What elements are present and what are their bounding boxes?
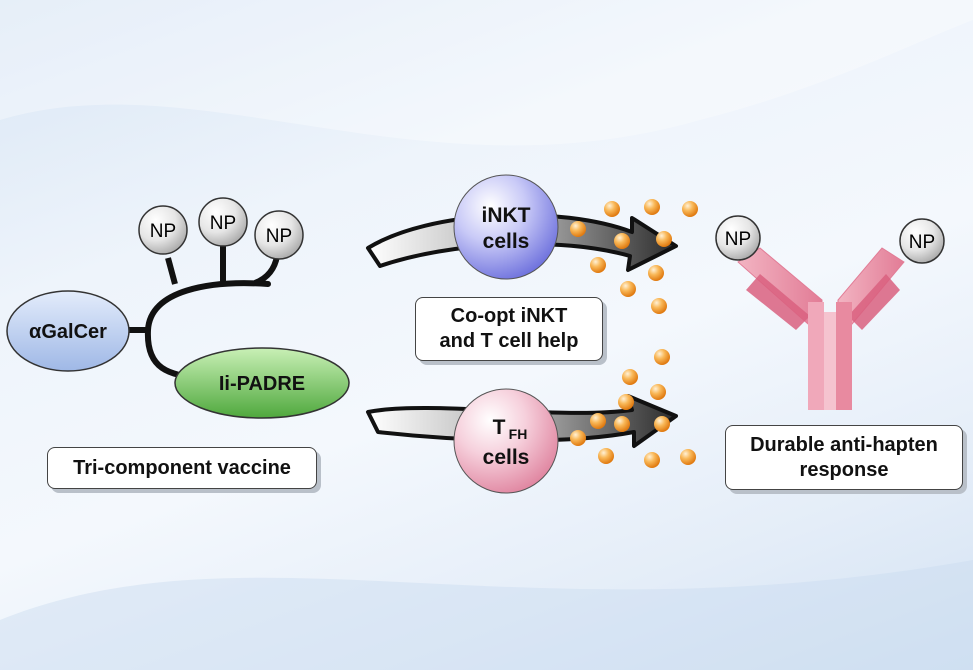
response-line2: response — [799, 458, 889, 481]
np-bead-1: NP — [138, 205, 188, 255]
particle-dot — [682, 201, 698, 217]
antibody — [737, 247, 905, 410]
co-opt-line1: Co-opt iNKT — [450, 305, 568, 327]
co-opt-help-box: Co-opt iNKT and T cell help — [415, 297, 603, 361]
particle-dot — [654, 349, 670, 365]
co-opt-line2: and T cell help — [439, 330, 579, 352]
particle-dot — [644, 199, 660, 215]
particle-dot — [598, 448, 614, 464]
iipadre-component: Ii-PADRE — [174, 347, 350, 419]
particle-dot — [614, 416, 630, 432]
vaccine-scaffold — [120, 244, 280, 381]
particle-dot — [648, 265, 664, 281]
particle-dot — [644, 452, 660, 468]
svg-text:FH: FH — [509, 426, 528, 442]
particle-dot — [618, 394, 634, 410]
agalcer-component: αGalCer — [6, 290, 130, 372]
tfh-cell: T FH cells — [453, 388, 559, 494]
svg-text:NP: NP — [266, 226, 292, 247]
particle-dot — [651, 298, 667, 314]
particle-dot — [620, 281, 636, 297]
particle-dot — [604, 201, 620, 217]
np-bead-3: NP — [254, 210, 304, 260]
inkt-cell: iNKT cells — [453, 174, 559, 280]
svg-text:NP: NP — [909, 232, 935, 253]
particle-dot — [570, 430, 586, 446]
particle-dot — [590, 257, 606, 273]
particle-dot — [650, 384, 666, 400]
svg-text:NP: NP — [725, 229, 751, 250]
particle-dot — [622, 369, 638, 385]
vaccine-caption: Tri-component vaccine — [73, 456, 291, 479]
svg-text:NP: NP — [210, 213, 236, 234]
svg-text:Ii-PADRE: Ii-PADRE — [219, 373, 305, 395]
particle-cloud — [570, 199, 698, 468]
antibody-np-right: NP — [899, 218, 945, 264]
antibody-np-left: NP — [715, 215, 761, 261]
np-bead-2: NP — [198, 197, 248, 247]
svg-text:αGalCer: αGalCer — [29, 321, 107, 343]
svg-text:cells: cells — [483, 446, 530, 469]
svg-text:iNKT: iNKT — [482, 204, 531, 227]
particle-dot — [654, 416, 670, 432]
response-line1: Durable anti-hapten — [750, 433, 938, 456]
particle-dot — [614, 233, 630, 249]
svg-text:NP: NP — [150, 221, 176, 242]
svg-text:T: T — [493, 416, 506, 439]
particle-dot — [590, 413, 606, 429]
particle-dot — [656, 231, 672, 247]
response-caption-box: Durable anti-hapten response — [725, 425, 963, 490]
vaccine-caption-box: Tri-component vaccine — [47, 447, 317, 489]
particle-dot — [680, 449, 696, 465]
svg-text:cells: cells — [483, 230, 530, 253]
particle-dot — [570, 221, 586, 237]
